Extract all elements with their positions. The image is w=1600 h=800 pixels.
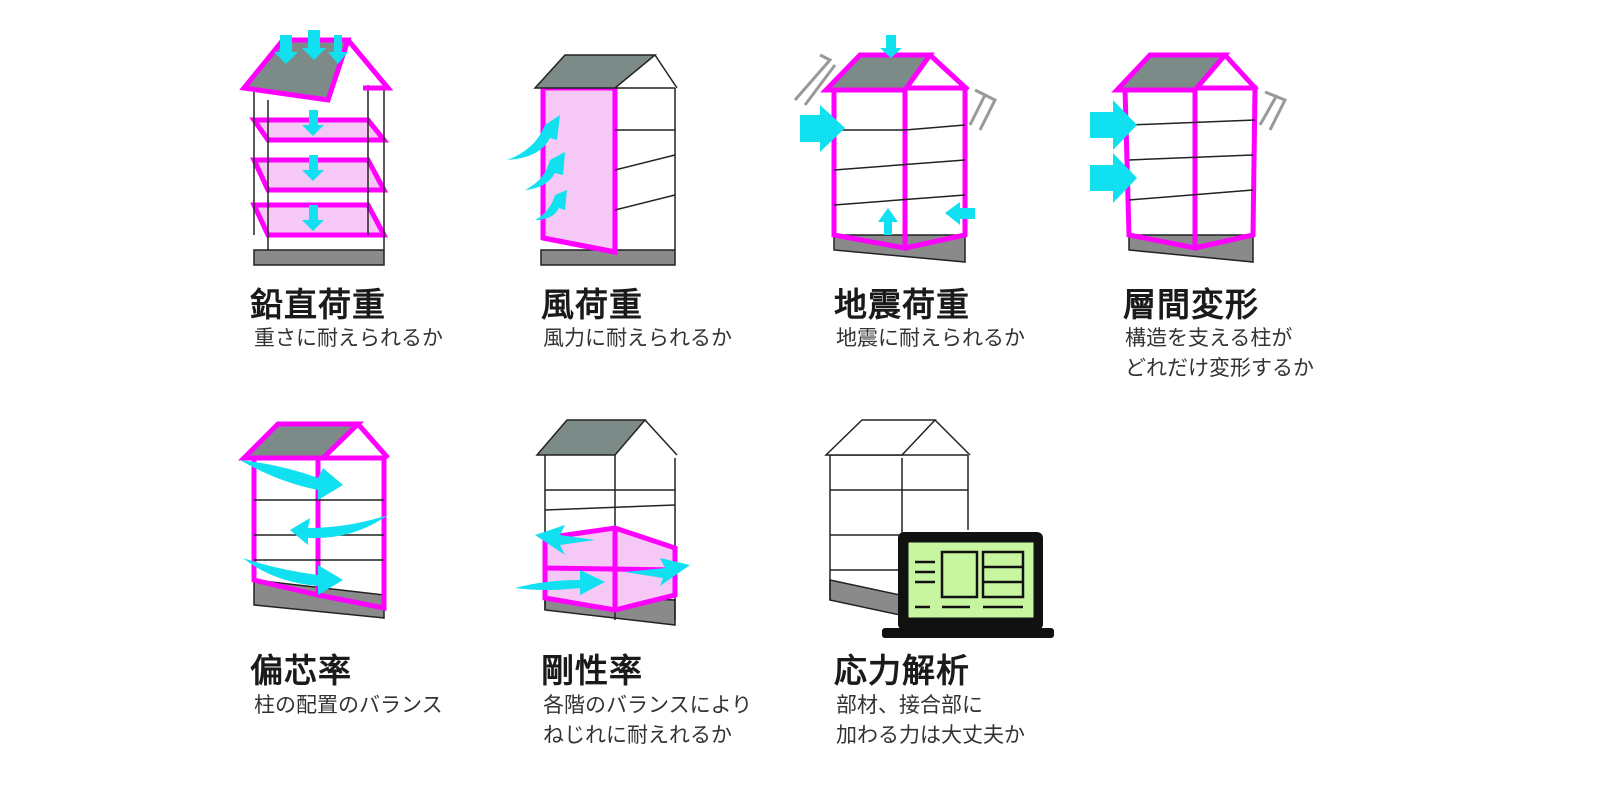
rigidity-building-icon	[515, 419, 690, 626]
description-line: 風力に耐えられるか	[543, 326, 732, 350]
description-line: 地震に耐えられるか	[836, 326, 1025, 350]
title: 鉛直荷重	[250, 285, 386, 324]
title: 剛性率	[541, 651, 643, 690]
item-rigidity: 剛性率 各階のバランスにより ねじれに耐えれるか	[505, 410, 765, 750]
item-story-drift: 層間変形 構造を支える柱が どれだけ変形するか	[1085, 30, 1345, 390]
item-seismic-load: 地震荷重 地震に耐えられるか	[790, 30, 1050, 360]
seismic-load-building-icon	[793, 35, 998, 263]
stress-analysis-laptop-icon	[824, 419, 1054, 638]
item-eccentricity: 偏芯率 柱の配置のバランス	[237, 410, 498, 740]
description-line: ねじれに耐えれるか	[543, 723, 732, 747]
vertical-load-building-icon	[239, 30, 394, 266]
description-line: 重さに耐えられるか	[254, 326, 443, 350]
title: 層間変形	[1123, 285, 1259, 324]
title: 応力解析	[834, 651, 970, 690]
description: 重さに耐えられるか	[254, 323, 443, 353]
title: 偏芯率	[250, 651, 352, 690]
item-vertical-load: 鉛直荷重 重さに耐えられるか	[238, 30, 498, 360]
description-line: 加わる力は大丈夫か	[836, 723, 1025, 747]
description: 風力に耐えられるか	[543, 323, 732, 353]
eccentricity-building-icon	[237, 421, 390, 619]
title: 風荷重	[541, 285, 643, 324]
description: 部材、接合部に 加わる力は大丈夫か	[836, 690, 1025, 750]
description-line: 構造を支える柱が	[1125, 326, 1293, 350]
wind-load-building-icon	[507, 54, 678, 266]
description: 各階のバランスにより ねじれに耐えれるか	[543, 690, 752, 750]
description: 構造を支える柱が どれだけ変形するか	[1125, 323, 1314, 383]
title: 地震荷重	[834, 285, 970, 324]
description-line: 柱の配置のバランス	[254, 693, 443, 717]
item-stress-analysis: 応力解析 部材、接合部に 加わる力は大丈夫か	[790, 410, 1054, 750]
description: 柱の配置のバランス	[254, 690, 443, 720]
description-line: 各階のバランスにより	[543, 693, 753, 717]
description: 地震に耐えられるか	[836, 323, 1025, 353]
story-drift-building-icon	[1090, 52, 1288, 263]
description-line: どれだけ変形するか	[1125, 356, 1314, 380]
description-line: 部材、接合部に	[836, 693, 983, 717]
item-wind-load: 風荷重 風力に耐えられるか	[505, 30, 765, 360]
